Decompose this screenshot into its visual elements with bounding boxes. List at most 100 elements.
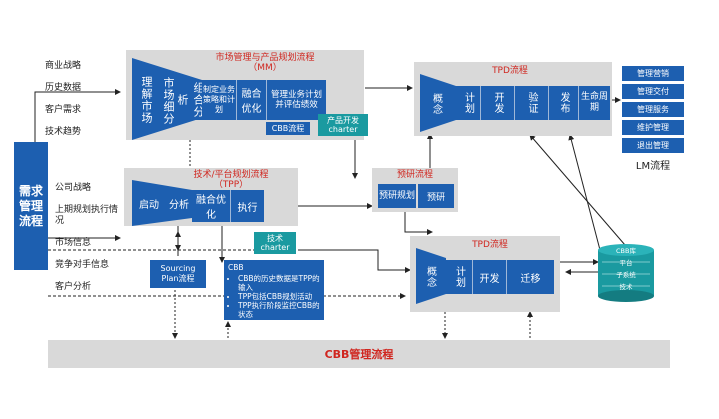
mm-step-label: 市场细分	[162, 77, 175, 125]
lm-item[interactable]: 管理营销	[622, 66, 684, 81]
tpp-title-line2: （TPP）	[213, 180, 249, 190]
input-line: 客户分析	[55, 282, 92, 292]
platform-layer: CBB库	[616, 247, 636, 255]
platform-labels: CBB库 平台 子系统 技术	[598, 245, 654, 293]
tpp-step[interactable]: 融合优化	[192, 190, 230, 222]
cbb-notes: CBB CBB的历史数据是TPP的输入 TPP包括CBB规划活动 TPP执行阶段…	[224, 260, 324, 320]
mm-step[interactable]: 组合分析	[176, 80, 205, 120]
sourcing-plan-flow[interactable]: Sourcing Plan流程	[150, 260, 206, 288]
tpp-step[interactable]: 启动	[134, 190, 164, 216]
tpd-top-step-label: 发布	[558, 92, 569, 114]
cbb-note-item: CBB的历史数据是TPP的输入	[238, 274, 320, 292]
tpd-mid-title-label: TPD流程	[472, 240, 508, 250]
mm-step-label: 理解市场	[140, 76, 153, 124]
preresearch-step-label: 预研	[426, 192, 445, 203]
tpd-mid-step[interactable]: 开发	[472, 260, 506, 294]
mm-step-label: 融合优化	[241, 89, 262, 115]
product-charter-line2: charter	[328, 125, 358, 134]
mm-step-label: 管理业务计划并评估绩效	[270, 90, 322, 110]
sourcing-line2: Plan流程	[161, 274, 195, 283]
tpp-step-label: 启动	[139, 199, 159, 211]
preresearch-step-label: 预研规划	[378, 191, 415, 201]
cbb-management-bar[interactable]: CBB管理流程	[48, 340, 670, 368]
platform-layer: 子系统	[616, 271, 636, 279]
input-line: 客户需求	[45, 105, 82, 115]
input-line: 市场信息	[55, 238, 92, 248]
tpd-top-step[interactable]: 验证	[514, 86, 548, 120]
sourcing-line1: Sourcing	[160, 264, 196, 273]
tpd-mid-step[interactable]: 迁移	[506, 260, 554, 294]
tpd-mid-step[interactable]: 概念	[418, 262, 442, 292]
lm-item-label: 管理营销	[637, 69, 669, 78]
tpp-step[interactable]: 分析	[166, 192, 192, 214]
platform-layer: 技术	[619, 283, 633, 291]
input-line: 公司战略	[55, 183, 92, 193]
preresearch-step[interactable]: 预研规划	[378, 184, 416, 208]
tpd-mid-step-label: 迁移	[520, 273, 541, 285]
mm-cbb-tag[interactable]: CBB流程	[266, 122, 310, 135]
tech-charter-line1: 技术	[267, 234, 283, 243]
mm-step[interactable]: 市场细分	[158, 74, 178, 128]
tpp-title: 技术/平台规划流程 （TPP）	[176, 170, 286, 190]
cbb-tag-label: CBB流程	[271, 124, 305, 133]
mm-steps: 理解市场 市场细分 组合分析 制定业务策略和计划 融合优化 管理业务计划并评估绩…	[132, 58, 357, 140]
lm-item[interactable]: 退出管理	[622, 138, 684, 153]
preresearch-title: 预研流程	[372, 170, 458, 180]
mm-title-line1: 市场管理与产品规划流程	[215, 53, 315, 63]
tech-charter-line2: charter	[260, 243, 290, 252]
cbb-note-item: TPP包括CBB规划活动	[238, 292, 320, 301]
demand-flow-label: 需求管理流程	[18, 183, 43, 228]
input-line: 商业战略	[45, 61, 82, 71]
tpd-mid-funnel-shape	[416, 248, 446, 304]
mm-step[interactable]: 融合优化	[236, 80, 266, 120]
tech-charter[interactable]: 技术 charter	[254, 232, 296, 254]
input-line: 历史数据	[45, 83, 82, 93]
cbb-notes-header: CBB	[228, 263, 244, 272]
lm-item-label: 管理服务	[637, 105, 669, 114]
lm-caption: LM流程	[622, 157, 684, 172]
tpd-top-step[interactable]: 发布	[548, 86, 578, 120]
tpp-step-label: 执行	[237, 202, 258, 214]
input-line: 竞争对手信息	[55, 260, 110, 270]
tpd-top-step-label: 计划	[462, 92, 474, 114]
tpp-step-label: 融合优化	[196, 195, 226, 221]
lm-item[interactable]: 管理交付	[622, 84, 684, 99]
tpd-mid-step-label: 概念	[424, 266, 436, 288]
tpd-mid-step[interactable]: 计划	[446, 260, 472, 294]
mm-step-label: 制定业务策略和计划	[203, 85, 235, 114]
tpd-mid-step-label: 开发	[479, 273, 500, 285]
demand-management-flow[interactable]: 需求管理流程	[14, 142, 48, 270]
cbb-note-item: TPP执行阶段监控CBB的状态	[238, 301, 320, 319]
lm-item[interactable]: 维护管理	[622, 120, 684, 135]
tpd-top-step[interactable]: 开发	[480, 86, 514, 120]
lm-caption-label: LM流程	[635, 161, 671, 172]
tpd-top-step[interactable]: 生命周期	[578, 86, 610, 120]
tpp-title-line1: 技术/平台规划流程	[193, 170, 269, 180]
tpd-top-step-label: 生命周期	[581, 92, 609, 113]
mm-step[interactable]: 管理业务计划并评估绩效	[266, 80, 326, 120]
cbb-bar-label: CBB管理流程	[324, 348, 394, 361]
lm-item-label: 管理交付	[637, 87, 669, 96]
tpd-top-title-label: TPD流程	[492, 66, 528, 76]
product-charter[interactable]: 产品开发 charter	[318, 114, 368, 136]
preresearch-step[interactable]: 预研	[418, 184, 454, 208]
tpd-top-step-label: 验证	[526, 92, 537, 114]
tpd-top-step[interactable]: 概念	[424, 88, 448, 120]
mm-step[interactable]: 制定业务策略和计划	[202, 80, 236, 120]
mm-title: 市场管理与产品规划流程 （MM）	[190, 53, 340, 73]
lm-item[interactable]: 管理服务	[622, 102, 684, 117]
mm-step-label: 组合分析	[176, 82, 205, 118]
lm-list: 管理营销 管理交付 管理服务 维护管理 退出管理	[622, 66, 684, 156]
market-inputs: 商业战略 历史数据 客户需求 技术趋势	[45, 50, 125, 149]
cylinder-icon	[598, 244, 654, 302]
tpp-step[interactable]: 执行	[230, 190, 264, 222]
input-line: 上期规划执行情况	[55, 205, 119, 226]
tpp-step-label: 分析	[169, 199, 189, 211]
platform-layer: 平台	[619, 259, 633, 267]
platform-stack[interactable]: CBB库 平台 子系统 技术	[598, 244, 654, 302]
lm-item-label: 维护管理	[637, 123, 669, 132]
product-charter-line1: 产品开发	[327, 116, 359, 125]
mm-step[interactable]: 理解市场	[136, 70, 156, 130]
tpd-top-step[interactable]: 计划	[456, 86, 480, 120]
